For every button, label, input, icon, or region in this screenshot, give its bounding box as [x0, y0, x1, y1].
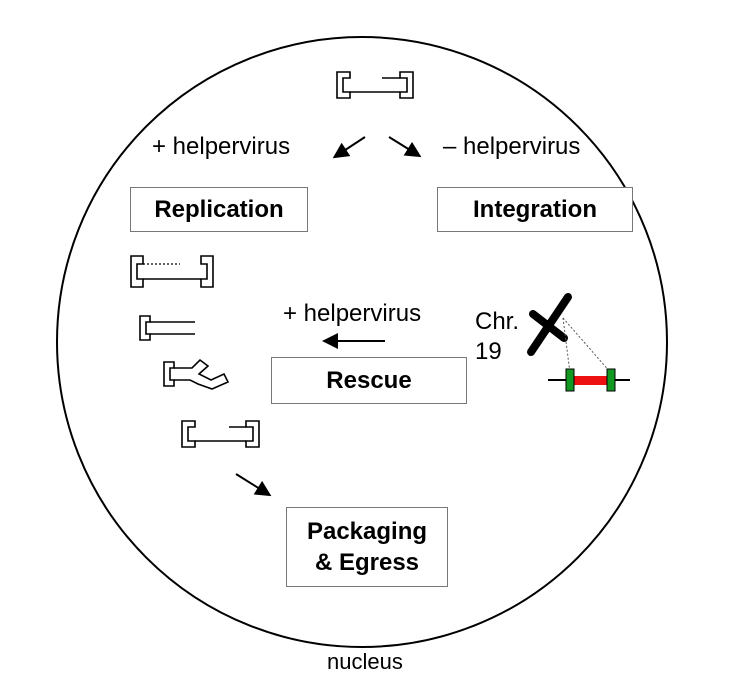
replication-genome-icon-1 — [130, 255, 214, 288]
rescue-box: Rescue — [271, 357, 467, 404]
zoom-line-left — [562, 317, 571, 374]
replication-label: Replication — [154, 195, 284, 223]
integration-box: Integration — [437, 187, 633, 232]
chromosome-number-label: 19 — [475, 338, 502, 365]
nucleus-circle — [56, 36, 668, 648]
egress-label: & Egress — [314, 549, 420, 576]
integration-label: Integration — [473, 195, 597, 223]
integrated-provirus-icon — [548, 368, 630, 392]
helpervirus-minus-label: – helpervirus — [443, 133, 581, 160]
arrow-to-replication — [332, 136, 366, 159]
packaging-egress-box: Packaging & Egress — [286, 507, 448, 587]
helpervirus-rescue-label: + helpervirus — [283, 300, 422, 327]
arrow-to-packaging — [235, 473, 272, 497]
arrow-to-integration — [388, 136, 422, 158]
nucleus-label: nucleus — [327, 649, 403, 674]
chromosome-label: Chr. — [475, 308, 520, 335]
zoom-line-right — [562, 317, 612, 374]
rescue-label: Rescue — [326, 366, 412, 394]
replication-genome-icon-4 — [181, 420, 260, 448]
replication-genome-icon-2 — [139, 315, 195, 341]
chromosome-icon — [527, 293, 572, 356]
helpervirus-plus-label: + helpervirus — [152, 133, 291, 160]
replication-box: Replication — [130, 187, 308, 232]
aav-genome-icon-top — [336, 71, 414, 99]
packaging-label: Packaging — [306, 517, 428, 545]
replication-genome-icon-3 — [163, 358, 230, 390]
